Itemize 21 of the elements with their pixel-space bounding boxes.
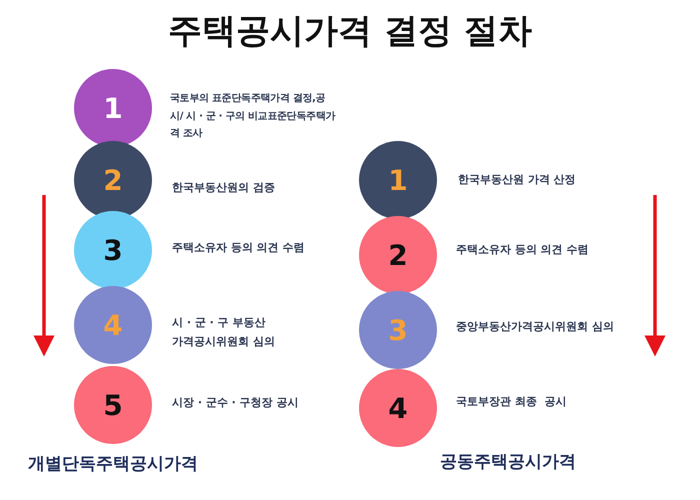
step-description: 주택소유자 등의 의견 수렴 <box>456 242 590 258</box>
title: 주택공시가격 결정 절차 <box>167 10 533 53</box>
step-number: 1 <box>388 164 408 196</box>
step-number: 2 <box>103 164 123 196</box>
step-description: 중앙부동산가격공시위원회 심의 <box>456 319 615 335</box>
step-description: 국토부의 표준단독주택가격 결정,공시/ 시 · 군 · 구의 비교표준단독주택가격 조사 <box>170 92 336 141</box>
column-heading: 개별단독주택공시가격 <box>27 453 199 475</box>
step-description: 시장 · 군수 · 구청장 공시 <box>172 395 300 411</box>
step-number: 5 <box>103 388 123 422</box>
step-number: 2 <box>388 238 408 272</box>
step-number: 3 <box>103 234 123 266</box>
step-description: 한국부동산원 가격 산정 <box>458 172 577 188</box>
step-number: 3 <box>388 314 408 346</box>
step-number: 1 <box>103 92 123 124</box>
step-description: 주택소유자 등의 의견 수렴 <box>172 240 306 256</box>
column-heading: 공동주택공시가격 <box>439 451 577 473</box>
step-number: 4 <box>103 308 123 342</box>
step-description: 시 · 군 · 구 부동산 가격공시위원회 심의 <box>172 315 276 350</box>
step-description: 국토부장관 최종 공시 <box>456 394 568 410</box>
step-description: 한국부동산원의 검증 <box>172 180 276 196</box>
step-number: 4 <box>388 392 408 424</box>
